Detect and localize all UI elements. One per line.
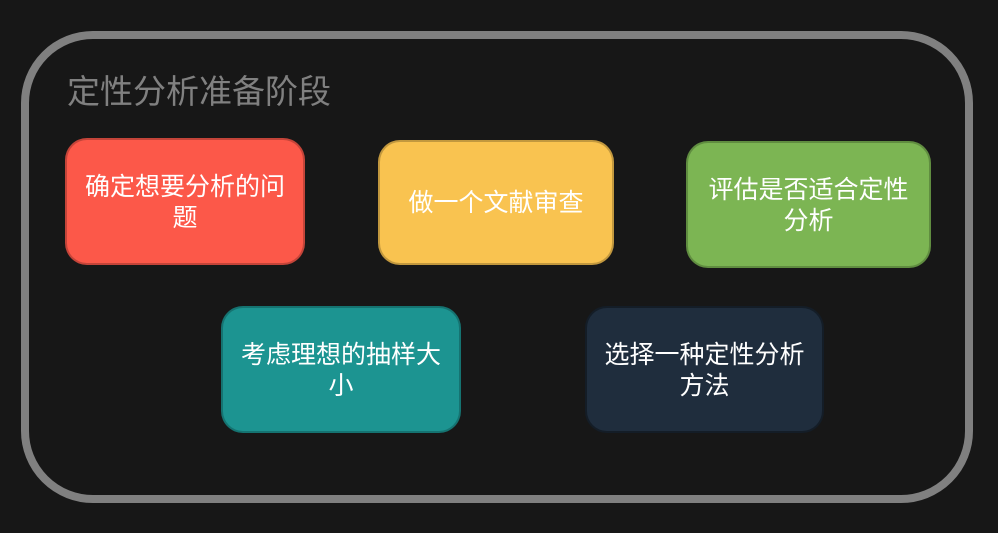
step-label: 做一个文献审查 xyxy=(408,188,584,217)
step-assess-suitability: 评估是否适合定性分析 xyxy=(686,141,931,268)
step-label: 考虑理想的抽样大小 xyxy=(240,339,441,400)
step-define-question: 确定想要分析的问题 xyxy=(65,138,305,265)
step-choose-method: 选择一种定性分析方法 xyxy=(585,306,824,433)
step-literature-review: 做一个文献审查 xyxy=(378,140,614,265)
step-label: 评估是否适合定性分析 xyxy=(708,174,909,235)
stage-title: 定性分析准备阶段 xyxy=(67,72,331,111)
step-sample-size: 考虑理想的抽样大小 xyxy=(221,306,461,433)
stage-frame xyxy=(21,31,973,503)
step-label: 确定想要分析的问题 xyxy=(84,171,285,232)
step-label: 选择一种定性分析方法 xyxy=(604,339,805,400)
